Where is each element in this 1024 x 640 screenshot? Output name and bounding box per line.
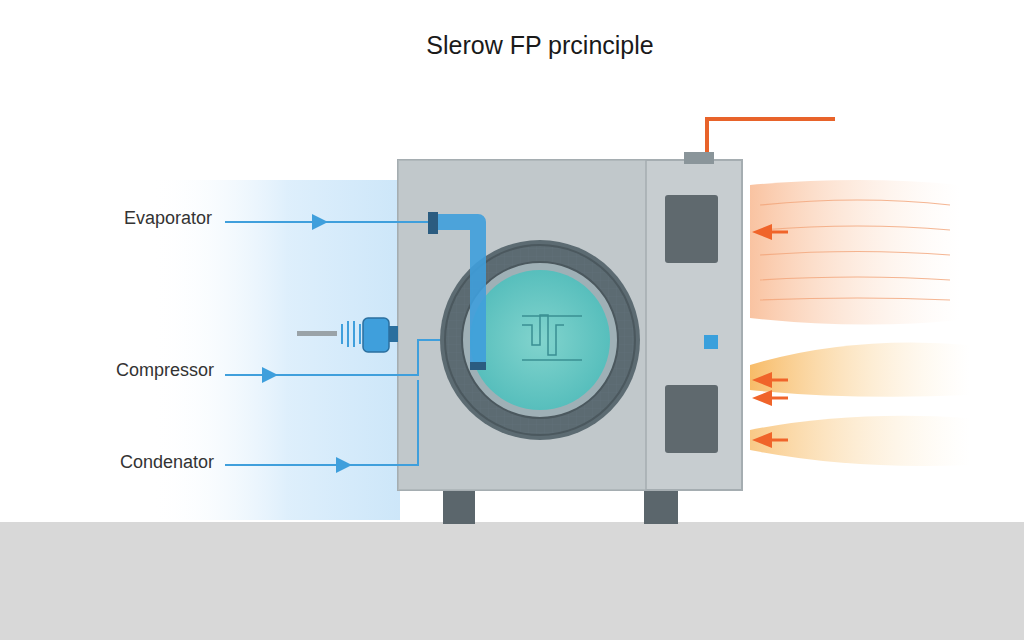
part-label: Condenator bbox=[120, 452, 214, 473]
part-label: Evaporator bbox=[124, 208, 212, 229]
part-label: Compressor bbox=[116, 360, 214, 381]
diagram-title: Slerow FP prcinciple bbox=[426, 31, 653, 60]
